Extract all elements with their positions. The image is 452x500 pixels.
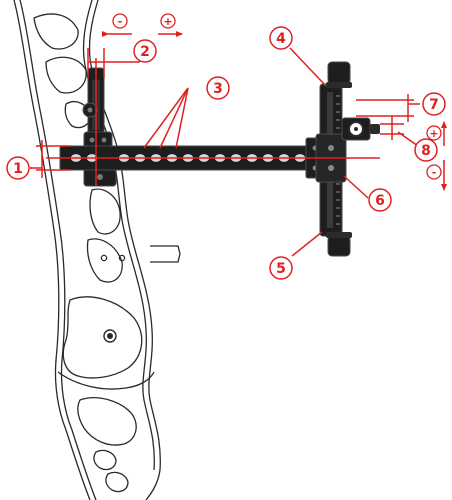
riser-lower-slot-2 <box>105 471 129 493</box>
riser-lower-pocket <box>77 397 137 446</box>
dim8-leader <box>397 131 419 147</box>
callout-circles <box>6 26 446 280</box>
riser-grip-shelf <box>57 371 155 390</box>
vertical-minus-sign: - <box>432 166 437 179</box>
callout-6-label: 6 <box>375 193 385 209</box>
sight-mount-bracket <box>82 67 117 187</box>
riser-cutout-lower-2 <box>86 238 123 283</box>
c3-leader-3 <box>175 87 189 149</box>
riser-back-edge-inner <box>19 0 97 500</box>
c3-leader-2 <box>159 87 189 149</box>
callout-circle-icon <box>133 39 157 63</box>
c5-leader <box>291 231 323 257</box>
callout-8-label: 8 <box>421 143 431 159</box>
callout-1-label: 1 <box>13 161 23 177</box>
sign-circle-icon <box>426 164 442 180</box>
sign-circle-icon <box>160 13 176 29</box>
riser-cutout-mid <box>64 101 91 129</box>
callout-4-label: 4 <box>276 31 286 47</box>
riser-cutout-upper <box>45 56 87 94</box>
callout-circle-icon <box>414 138 438 162</box>
riser-hole-2 <box>118 254 126 262</box>
callout-circle-icon <box>269 26 293 50</box>
callout-circle-icon <box>206 76 230 100</box>
grip-screw <box>103 329 117 343</box>
vertical-plus-sign: + <box>429 127 438 140</box>
riser-bushing <box>150 245 181 263</box>
c4-leader <box>289 47 327 87</box>
sign-circle-icon <box>112 13 128 29</box>
bottom-elevation-knob <box>327 235 351 257</box>
callout-3-label: 3 <box>213 81 223 97</box>
callout-circle-icon <box>6 156 30 180</box>
callout-7-label: 7 <box>429 97 439 113</box>
horizontal-plus-sign: + <box>163 15 172 28</box>
riser-cutout-lower-1 <box>89 188 121 235</box>
callout-circle-icon <box>368 188 392 212</box>
sign-circles <box>112 13 442 180</box>
aperture-block <box>341 117 380 141</box>
riser-grip <box>62 296 143 379</box>
callout-circle-icon <box>269 256 293 280</box>
riser-lower-slot-1 <box>93 449 117 471</box>
horizontal-minus-sign: - <box>118 15 123 28</box>
riser-cutout-top <box>33 13 79 50</box>
riser-hole-1 <box>100 254 108 262</box>
c3-leader-1 <box>143 87 189 149</box>
sight-head <box>315 61 352 257</box>
callout-2-label: 2 <box>140 44 150 60</box>
callout-5-label: 5 <box>276 261 286 277</box>
riser-back-edge <box>13 0 91 500</box>
top-elevation-knob <box>327 61 351 85</box>
annotations <box>30 31 447 257</box>
callout-circle-icon <box>422 92 446 116</box>
c6-leader <box>343 175 369 199</box>
sign-circle-icon <box>426 125 442 141</box>
